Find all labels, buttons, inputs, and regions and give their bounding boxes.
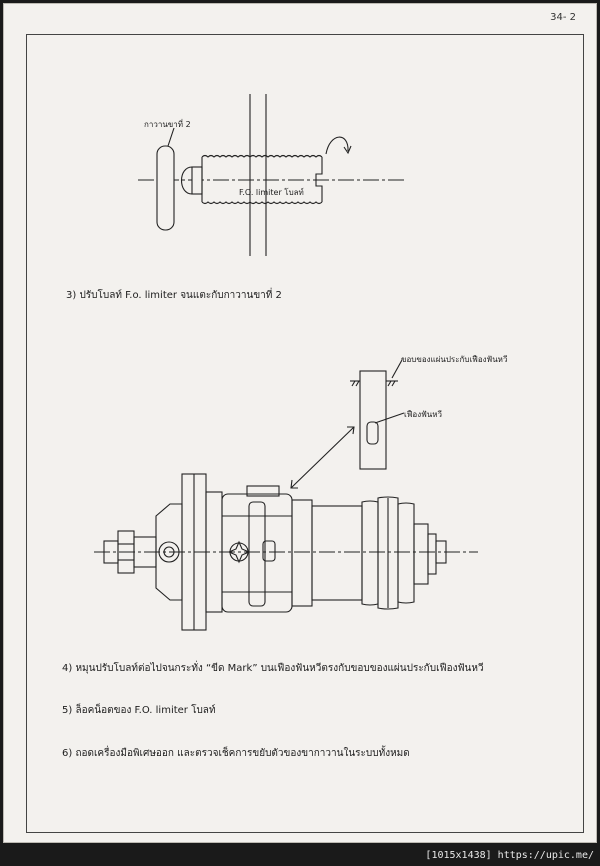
fo-limiter-bolt-label: F.O. limiter โบลท์: [239, 188, 304, 197]
page-number: 34- 2: [550, 12, 576, 23]
lever-label: กาวานขาที่ 2: [144, 120, 191, 129]
page-border: [26, 34, 584, 833]
image-host-footer: [1015x1438] https://upic.me/: [0, 846, 600, 866]
step-4-text: 4) หมุนปรับโบลท์ต่อไปจนกระทั่ง “ขีด Mark…: [62, 663, 484, 674]
diagram-injection-pump-rack: [94, 359, 478, 631]
diagram-fo-limiter-adjust: [138, 94, 404, 256]
step-5-text: 5) ล็อคน็อตของ F.O. limiter โบลท์: [62, 705, 216, 716]
document-page: 34- 2 กาวานขาที่ 2 F.O. li: [3, 3, 597, 843]
rack-label: เฟืองฟันหวี: [404, 410, 443, 419]
step-6-text: 6) ถอดเครื่องมือพิเศษออก และตรวจเช็คการข…: [62, 748, 410, 759]
plate-edge-label: ขอบของแผ่นประกับเฟืองฟันหวี: [401, 355, 508, 364]
step-3-text: 3) ปรับโบลท์ F.o. limiter จนแตะกับกาวานข…: [66, 290, 282, 301]
